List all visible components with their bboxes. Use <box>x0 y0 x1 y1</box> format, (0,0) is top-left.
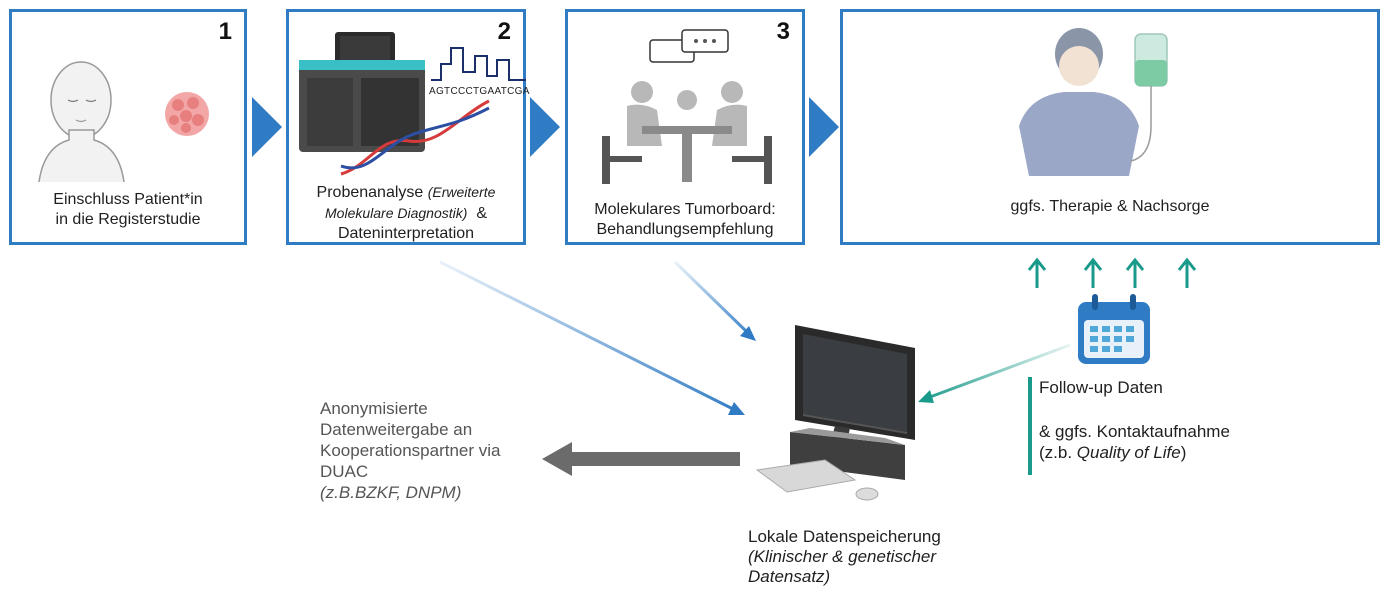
sequence-graph-icon <box>431 47 526 81</box>
followup-up-arrows <box>1027 257 1197 288</box>
local-line2: (Klinischer & genetischer <box>748 547 937 566</box>
followup-line3-prefix: (z.b. <box>1039 443 1077 462</box>
tumorboard-meeting-icon <box>602 81 772 184</box>
step-2-caption-italic1: (Erweiterte <box>427 184 496 200</box>
step-1-caption-line2: in die Registerstudie <box>55 211 201 228</box>
iv-bag-icon <box>1130 33 1168 162</box>
anonym-line4: DUAC <box>320 462 369 481</box>
anonym-text: Anonymisierte Datenweitergabe an Koopera… <box>320 398 501 503</box>
step-3-caption-line2: Behandlungsempfehlung <box>596 221 774 238</box>
step-4-caption: ggfs. Therapie & Nachsorge <box>1010 198 1210 215</box>
followup-line2: & ggfs. Kontaktaufnahme <box>1039 422 1230 441</box>
followup-line3-suffix: ) <box>1180 443 1187 462</box>
step-3-caption-line1: Molekulares Tumorboard: <box>594 201 776 218</box>
step-2-caption-amp: & <box>476 205 487 222</box>
arrow-2-to-3 <box>530 97 560 157</box>
local-line1: Lokale Datenspeicherung <box>748 527 941 546</box>
followup-text: Follow-up Daten & ggfs. Kontaktaufnahme … <box>1039 377 1230 463</box>
arrow-1-to-2 <box>252 97 282 157</box>
step-1-caption-line1: Einschluss Patient*in <box>53 191 203 208</box>
step-2-caption-line3: Dateninterpretation <box>337 225 475 242</box>
followup-line3-italic: Quality of Life <box>1076 443 1181 462</box>
step-2-number: 2 <box>497 18 511 45</box>
computer-icon <box>755 325 915 501</box>
tumor-cell-icon <box>165 92 209 136</box>
anonym-line1: Anonymisierte <box>320 399 428 418</box>
calendar-icon <box>1078 294 1150 364</box>
anonym-line3: Kooperationspartner via <box>320 441 501 460</box>
step-3-box: 3 Molekulares Tumorboard: Behandlungsemp… <box>565 9 805 245</box>
step-2-caption-italic2: Molekulare Diagnostik) <box>325 205 468 221</box>
share-arrow <box>542 442 740 476</box>
step-2-caption-line1: Probenanalyse <box>316 184 424 201</box>
step-1-box: 1 Einschluss Patient*in in die Registers… <box>9 9 247 245</box>
followup-divider <box>1028 377 1032 475</box>
anonym-line2: Datenweitergabe an <box>320 420 473 439</box>
anonym-line5: (z.B.BZKF, DNPM) <box>320 483 462 502</box>
sequencer-icon <box>299 32 425 152</box>
step-3-number: 3 <box>776 18 790 45</box>
patient-head-icon <box>38 61 125 183</box>
step-1-number: 1 <box>218 18 232 45</box>
dna-helix-icon <box>340 99 490 176</box>
step-2-box: 2 AGTCCCTGAATCGA Probenanalyse (Erweiter… <box>286 9 529 245</box>
patient-therapy-icon <box>1019 28 1139 176</box>
followup-line1: Follow-up Daten <box>1039 378 1163 397</box>
arrow-3-to-4 <box>809 97 839 157</box>
speech-bubbles-icon <box>649 29 729 63</box>
step-4-box: ggfs. Therapie & Nachsorge <box>840 9 1380 245</box>
local-storage-text: Lokale Datenspeicherung (Klinischer & ge… <box>748 527 941 587</box>
local-line3: Datensatz) <box>748 567 831 586</box>
dna-sequence-label: AGTCCCTGAATCGA <box>429 86 530 97</box>
